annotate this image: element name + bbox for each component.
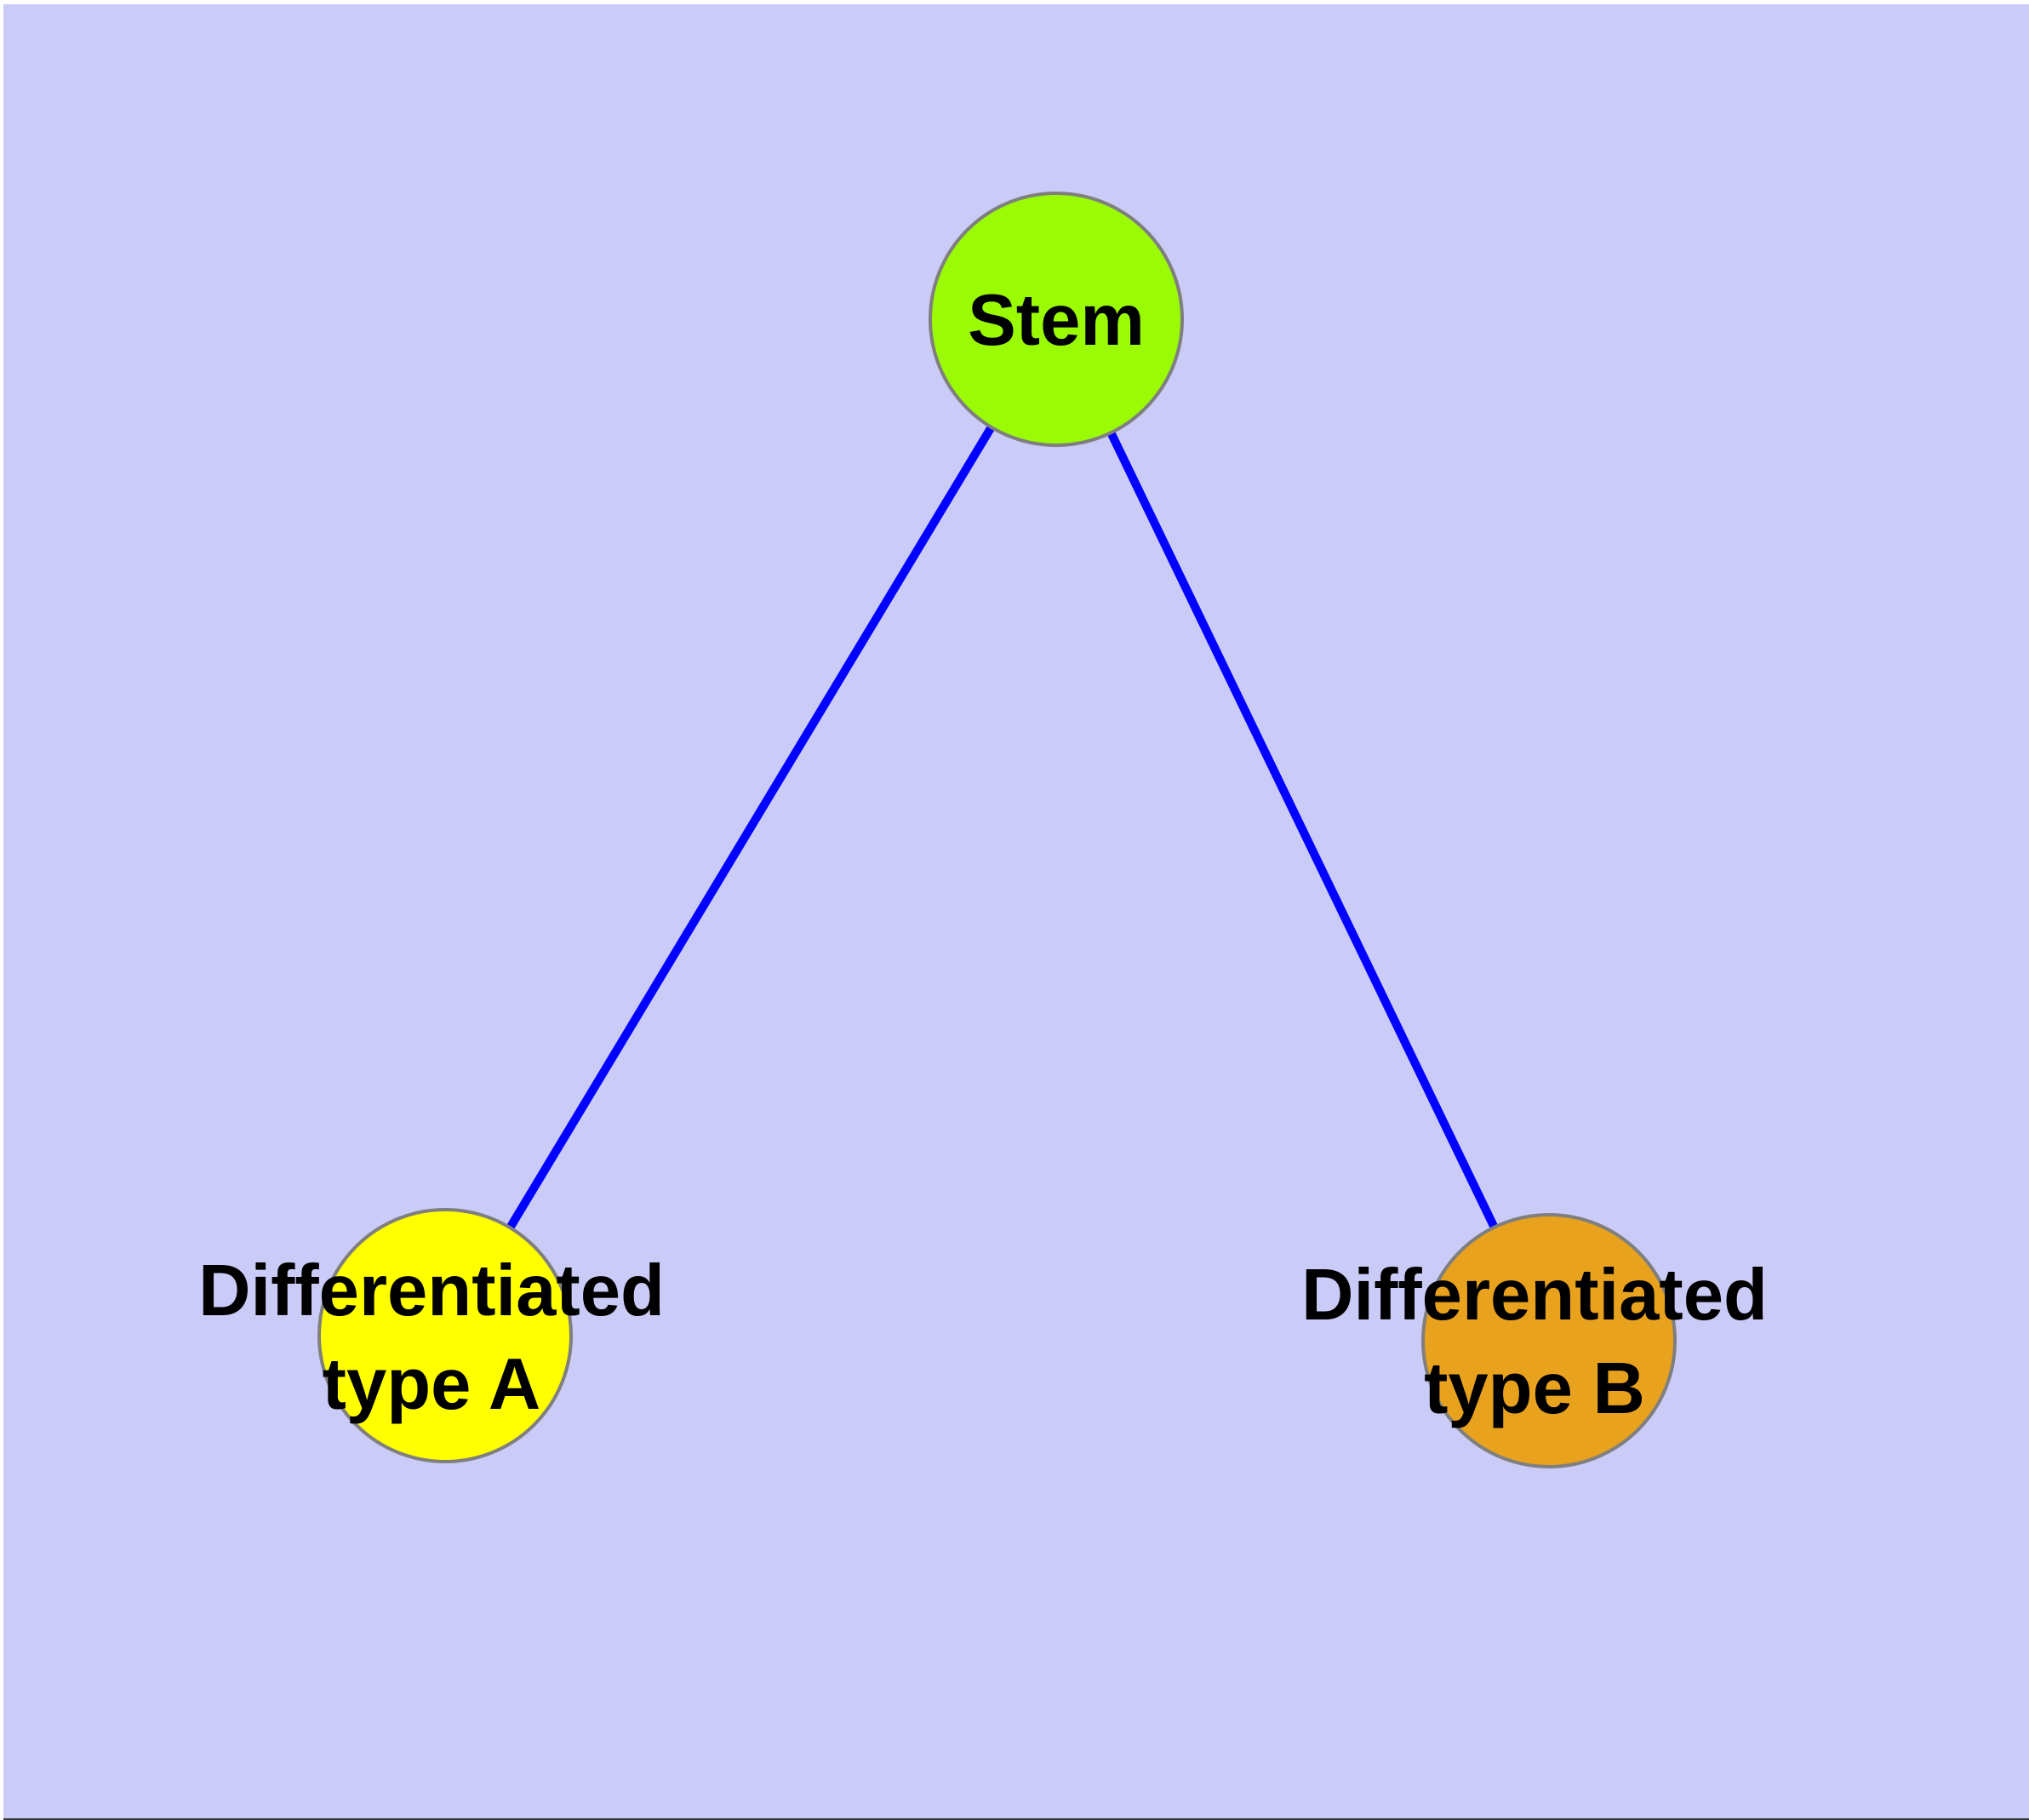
node-differentiated-type-a: [317, 1208, 573, 1463]
node-type-a-label-line2: type A: [322, 1344, 541, 1425]
node-stem-label: Stem: [968, 280, 1145, 361]
node-differentiated-type-b: [1421, 1213, 1677, 1468]
node-type-a-label: Differentiated type A: [198, 1245, 665, 1432]
graph-canvas: Stem Differentiated type A Differentiate…: [3, 4, 2029, 1820]
edge-stem-to-type-a: [441, 317, 1060, 1338]
node-type-b-label-line2: type B: [1424, 1348, 1645, 1429]
node-type-b-label: Differentiated type B: [1301, 1249, 1768, 1436]
node-type-b-label-line1: Differentiated: [1301, 1255, 1768, 1336]
edge-stem-to-type-b: [1052, 317, 1553, 1343]
node-type-a-label-line1: Differentiated: [198, 1251, 665, 1331]
edge-layer: [441, 317, 1553, 1343]
node-stem-cell: [929, 192, 1184, 447]
